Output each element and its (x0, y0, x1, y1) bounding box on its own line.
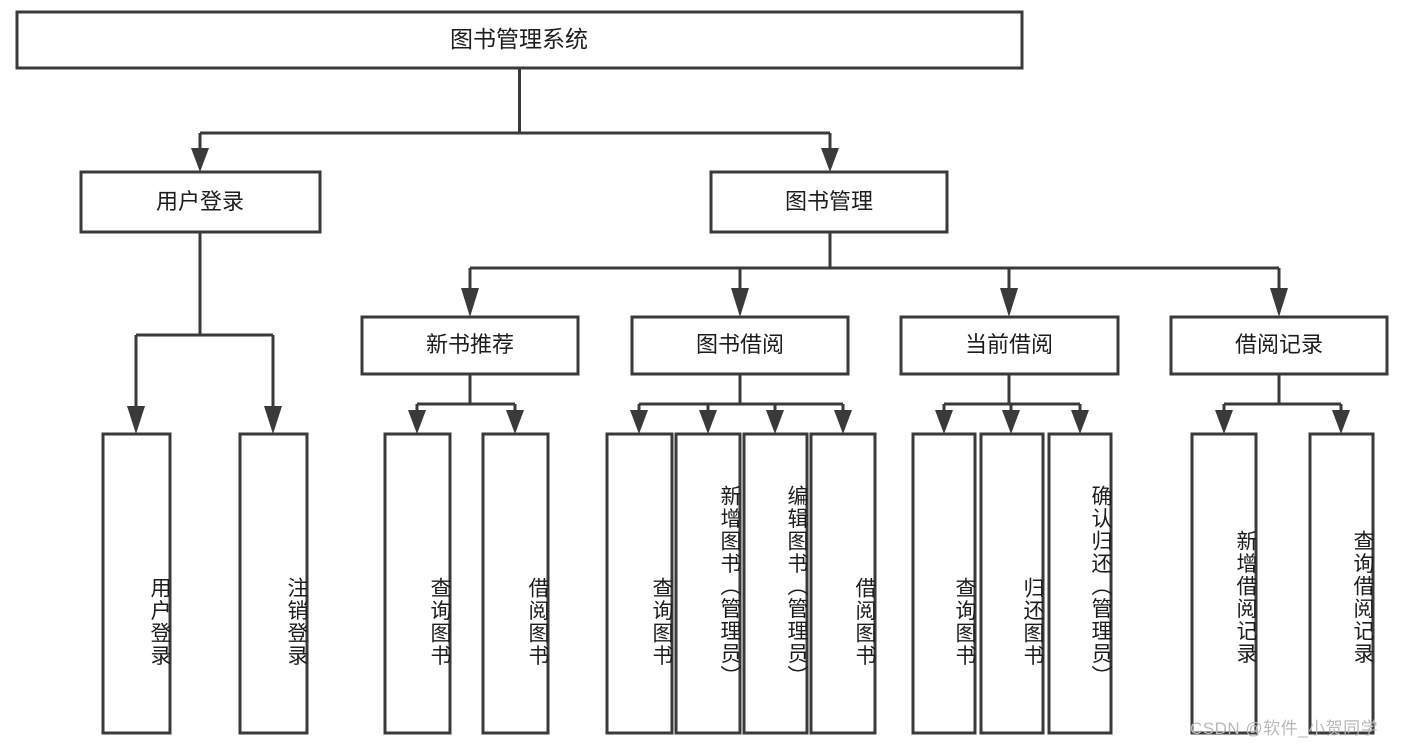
node-user-login-label: 用户登录 (156, 189, 244, 214)
node-new-book-recommend-label: 新书推荐 (426, 332, 514, 357)
node-leaf-query-record-box[interactable] (1308, 432, 1375, 735)
node-leaf-logout-login-box[interactable] (238, 432, 309, 735)
node-user-login-box[interactable] (79, 170, 322, 234)
node-book-management-label: 图书管理 (785, 189, 873, 214)
node-new-book-recommend[interactable]: 新书推荐 (360, 315, 580, 376)
arrow-br-leaf-2 (1332, 410, 1350, 434)
node-book-management[interactable]: 图书管理 (709, 170, 949, 234)
node-book-borrow-box[interactable] (630, 315, 850, 376)
arrow-book-management (821, 148, 839, 172)
node-leaf-add-record-box[interactable] (1190, 432, 1258, 735)
node-current-borrow-box[interactable] (899, 315, 1120, 376)
node-book-borrow[interactable]: 图书借阅 (630, 315, 850, 376)
node-user-login[interactable]: 用户登录 (79, 170, 322, 234)
arrow-cb-leaf-3 (1071, 410, 1089, 434)
node-leaf-edit-book-box[interactable] (742, 432, 809, 735)
csdn-watermark: CSDN @软件_小贺同学 (1190, 719, 1379, 738)
arrow-bb-leaf-2 (699, 410, 717, 434)
node-borrow-record-label: 借阅记录 (1235, 332, 1323, 357)
node-book-borrow-label: 图书借阅 (696, 332, 784, 357)
node-book-management-box[interactable] (709, 170, 949, 234)
arrow-borrow-record (1270, 288, 1288, 317)
node-new-book-recommend-box[interactable] (360, 315, 580, 376)
node-leaf-user-login-box[interactable] (101, 432, 172, 735)
arrow-bb-leaf-1 (630, 410, 648, 434)
node-root-box[interactable] (15, 10, 1024, 70)
arrow-nb-leaf-1 (408, 410, 426, 434)
nodes-layer: 图书管理系统 用户登录 图书管理 新书推荐 图书借阅 当前 (15, 10, 1389, 735)
node-leaf-query-book-3-box[interactable] (911, 432, 977, 735)
node-leaf-confirm-return-box[interactable] (1047, 432, 1113, 735)
arrow-br-leaf-1 (1215, 410, 1233, 434)
node-current-borrow-label: 当前借阅 (965, 332, 1053, 357)
node-leaf-return-book-box[interactable] (979, 432, 1045, 735)
node-borrow-record-box[interactable] (1169, 315, 1389, 376)
node-leaf-borrow-book-2-box[interactable] (809, 432, 877, 735)
arrow-nb-leaf-2 (506, 410, 524, 434)
arrow-new-book-recommend (461, 288, 479, 317)
node-borrow-record[interactable]: 借阅记录 (1169, 315, 1389, 376)
arrow-user-login (191, 148, 209, 172)
arrow-cb-leaf-1 (935, 410, 953, 434)
node-leaf-query-book-1-box[interactable] (383, 432, 452, 735)
node-root-label: 图书管理系统 (450, 26, 588, 52)
arrow-current-borrow (1000, 288, 1018, 317)
node-leaf-borrow-book-1-box[interactable] (481, 432, 550, 735)
edges-layer (127, 68, 1350, 434)
arrow-bb-leaf-3 (766, 410, 784, 434)
node-current-borrow[interactable]: 当前借阅 (899, 315, 1120, 376)
arrow-bb-leaf-4 (834, 410, 852, 434)
arrow-cb-leaf-2 (1002, 410, 1020, 434)
node-leaf-query-book-2-box[interactable] (605, 432, 674, 735)
node-leaf-add-book-box[interactable] (674, 432, 742, 735)
arrow-leaf-user-login (127, 406, 145, 434)
arrow-book-borrow (731, 288, 749, 317)
arrow-leaf-logout (264, 406, 282, 434)
node-root[interactable]: 图书管理系统 (15, 10, 1024, 70)
